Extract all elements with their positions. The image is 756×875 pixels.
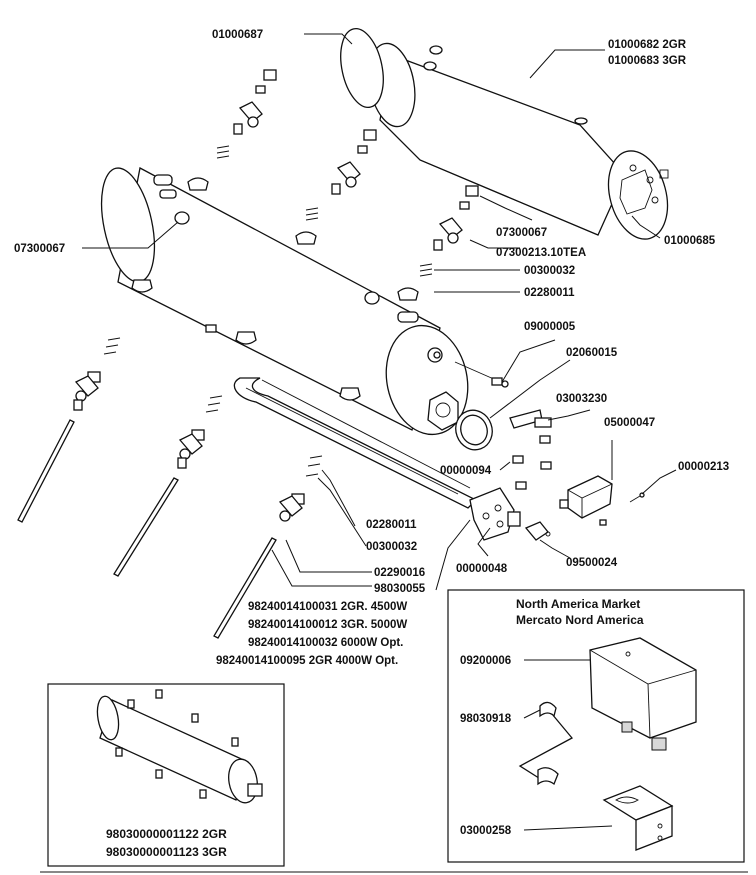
na-title-en: North America Market xyxy=(516,597,640,611)
label-02280011-top: 02280011 xyxy=(524,287,575,299)
valve-top-left xyxy=(216,69,277,159)
heating-element xyxy=(233,377,521,541)
shell-end-disc-left xyxy=(340,28,384,108)
shell-end-disc-right xyxy=(607,150,669,240)
label-00000213: 00000213 xyxy=(678,461,729,473)
label-00300032-low: 00300032 xyxy=(366,541,417,553)
label-element-5000w: 98240014100012 3GR. 5000W xyxy=(248,619,407,631)
valve-bottom-middle xyxy=(113,395,223,577)
thermostat-relay-box xyxy=(559,475,613,526)
boiler-tank xyxy=(100,167,469,436)
transformer-box xyxy=(589,637,697,751)
label-01000683: 01000683 3GR xyxy=(608,55,687,67)
screws-set xyxy=(512,435,552,490)
label-01000687: 01000687 xyxy=(212,29,263,41)
label-element-6000w: 98240014100032 6000W Opt. xyxy=(248,637,403,649)
leader-lines xyxy=(82,33,677,591)
label-02060015: 02060015 xyxy=(566,347,618,359)
label-00000048: 00000048 xyxy=(456,563,508,575)
label-00300032-top: 00300032 xyxy=(524,265,575,277)
label-05000047: 05000047 xyxy=(604,417,655,429)
label-element-4000w: 98240014100095 2GR 4000W Opt. xyxy=(216,655,398,667)
pipe-fitting xyxy=(518,701,574,786)
label-98030055: 98030055 xyxy=(374,583,426,595)
valve-top-right xyxy=(419,185,479,277)
bracket-plate xyxy=(602,785,674,851)
label-03000258: 03000258 xyxy=(460,825,512,837)
label-09500024: 09500024 xyxy=(566,557,618,569)
north-america-box: North America Market Mercato Nord Americ… xyxy=(447,589,745,863)
label-09200006: 09200006 xyxy=(460,655,511,667)
label-07300067-right: 07300067 xyxy=(496,227,547,239)
label-element-4500w: 98240014100031 2GR. 4500W xyxy=(248,601,407,613)
label-07300067-left: 07300067 xyxy=(14,243,65,255)
label-01000682: 01000682 2GR xyxy=(608,39,687,51)
insulation-shell xyxy=(368,42,626,236)
valve-bottom-right xyxy=(213,455,323,639)
label-02280011-low: 02280011 xyxy=(366,519,417,531)
fastener-screw xyxy=(629,492,645,503)
terminal-connector xyxy=(524,521,551,541)
label-09000005: 09000005 xyxy=(524,321,576,333)
gasket-ring xyxy=(455,409,493,451)
label-02290016: 02290016 xyxy=(374,567,425,579)
valve-top-middle xyxy=(305,129,377,221)
label-07300213: 07300213.10TEA xyxy=(496,247,586,259)
part-labels: 01000687 01000682 2GR 01000683 3GR 01000… xyxy=(14,29,729,667)
na-title-it: Mercato Nord America xyxy=(516,613,644,627)
assembly-code-3gr: 98030000001123 3GR xyxy=(106,845,227,859)
boiler-assembly-illustration xyxy=(96,689,263,804)
label-03003230: 03003230 xyxy=(556,393,607,405)
label-01000685: 01000685 xyxy=(664,235,716,247)
assembly-code-2gr: 98030000001122 2GR xyxy=(106,827,227,841)
label-98030918: 98030918 xyxy=(460,713,512,725)
assembly-box: 98030000001122 2GR 98030000001123 3GR xyxy=(47,683,285,867)
mounting-bracket xyxy=(509,409,552,429)
valve-bottom-left xyxy=(17,337,121,523)
label-00000094: 00000094 xyxy=(440,465,492,477)
